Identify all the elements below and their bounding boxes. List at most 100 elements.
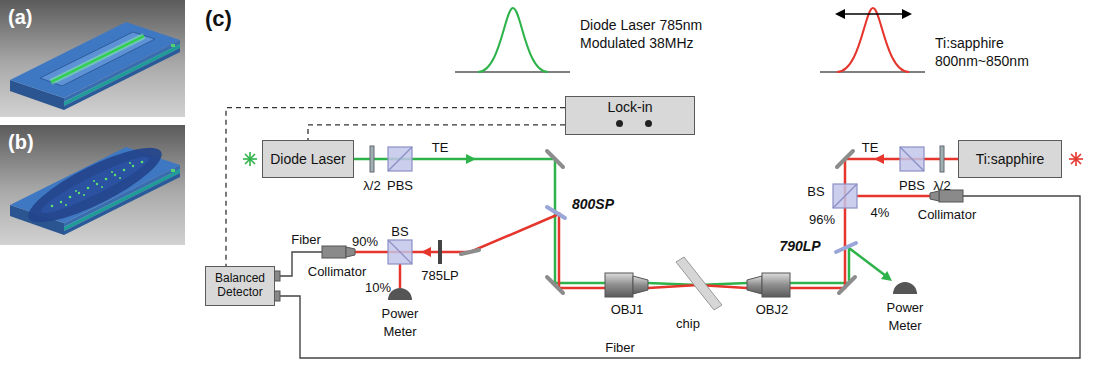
collimator <box>322 246 346 258</box>
chip-render <box>69 196 72 199</box>
label-holder: Collimator <box>918 205 977 223</box>
label-holder: 90% <box>352 232 378 250</box>
beamsplitter-diagonal <box>833 184 857 208</box>
chip-render <box>101 186 103 188</box>
red-beam <box>857 195 930 198</box>
polarization-label: TE <box>432 140 449 155</box>
label-holder: Fiber <box>605 338 635 356</box>
chip-render <box>83 194 85 196</box>
chip-render <box>123 169 126 172</box>
laser-star <box>243 152 257 166</box>
part-label: OBJ1 <box>611 302 644 317</box>
chip-render <box>119 177 121 179</box>
chip-render <box>37 150 152 220</box>
red-beam <box>399 264 402 288</box>
pulse-graph <box>837 8 909 72</box>
mirror <box>839 277 855 293</box>
part-label: BS <box>807 184 824 199</box>
laser-star <box>245 154 255 164</box>
pulse-caption: Diode Laser 785nm Modulated 38MHz <box>580 17 702 51</box>
mirror <box>837 151 853 167</box>
objective-lens <box>605 273 633 297</box>
power-meter <box>388 288 412 300</box>
laser-star <box>245 154 255 164</box>
chip-render <box>75 190 77 192</box>
filter-label: 800SP <box>572 196 614 212</box>
box-text: Ti:sapphire <box>976 151 1045 167</box>
label-holder: 96% <box>809 210 835 228</box>
waveplate <box>370 146 944 172</box>
label-holder: OBJ2 <box>756 300 789 318</box>
label-holder: chip <box>676 314 700 332</box>
part-label: Collimator <box>918 207 977 222</box>
objective-lens <box>762 273 790 297</box>
chip-render <box>0 125 185 245</box>
signal-cable <box>226 108 565 266</box>
red-beam <box>355 214 605 288</box>
chip-render <box>20 135 169 235</box>
chip-render <box>65 204 67 206</box>
lockin-box: Lock-in <box>565 96 695 135</box>
label-holder: Collimator <box>308 262 367 280</box>
power-meter <box>893 282 917 294</box>
chip-render <box>60 201 62 203</box>
label-holder: TE <box>432 138 449 156</box>
pulse-graph <box>820 71 925 72</box>
fiber-line <box>280 196 1080 358</box>
mirror <box>461 250 479 254</box>
ratio-label: 4% <box>871 205 890 220</box>
chip-render <box>96 183 98 185</box>
laser-box: Ti:sapphire <box>958 140 1062 178</box>
ratio-label: 90% <box>352 234 378 249</box>
fiber-label: Fiber <box>605 340 635 355</box>
mirror <box>461 151 855 293</box>
label-holder: (b) <box>8 131 34 154</box>
tuning-arrow <box>902 9 912 19</box>
chip-render <box>171 169 175 172</box>
collimator <box>322 190 963 258</box>
polarization-label: TE <box>862 140 879 155</box>
beam-arrow <box>421 247 431 257</box>
chip-render <box>51 36 144 82</box>
ratio-label: 96% <box>809 212 835 227</box>
power-meter <box>388 282 917 300</box>
chip-slab <box>676 257 722 310</box>
longpass-filter <box>438 240 442 264</box>
mirror <box>547 277 563 293</box>
beamsplitter-cube <box>833 184 857 208</box>
label-holder: TE <box>862 138 879 156</box>
objective-lens <box>633 276 648 294</box>
label-holder: Power Meter <box>369 304 431 341</box>
panel-letter: (c) <box>205 6 232 31</box>
part-label: BS <box>391 224 408 239</box>
label-holder: OBJ1 <box>611 300 644 318</box>
beamsplitter-diagonal <box>388 240 412 264</box>
part-label: Power Meter <box>382 306 419 339</box>
dichroic-mirror <box>547 207 565 218</box>
panel-letter: (b) <box>8 131 34 153</box>
label-holder: BS <box>807 182 824 200</box>
waveplate <box>370 146 374 172</box>
label-holder: 4% <box>871 203 890 221</box>
chip-render <box>40 32 155 86</box>
box-text: Diode Laser <box>270 151 346 167</box>
pulse-caption: Ti:sapphire 800nm~850nm <box>935 35 1029 69</box>
chip-render <box>51 161 144 208</box>
part-label: PBS <box>387 178 413 193</box>
ratio-label: 10% <box>365 280 391 295</box>
label-holder: PBS <box>899 176 925 194</box>
chip-render <box>10 22 180 98</box>
red-beam <box>355 159 958 288</box>
green-beam <box>354 159 605 283</box>
chip-render <box>93 180 95 182</box>
part-label: Collimator <box>308 264 367 279</box>
label-holder: Diode Laser 785nm Modulated 38MHz <box>580 16 715 53</box>
label-holder: 10% <box>365 278 391 296</box>
beamsplitter-cube <box>388 240 412 264</box>
beamsplitter-diagonal <box>388 147 412 171</box>
chip-render <box>114 174 116 176</box>
beamsplitter-diagonal <box>900 147 924 171</box>
